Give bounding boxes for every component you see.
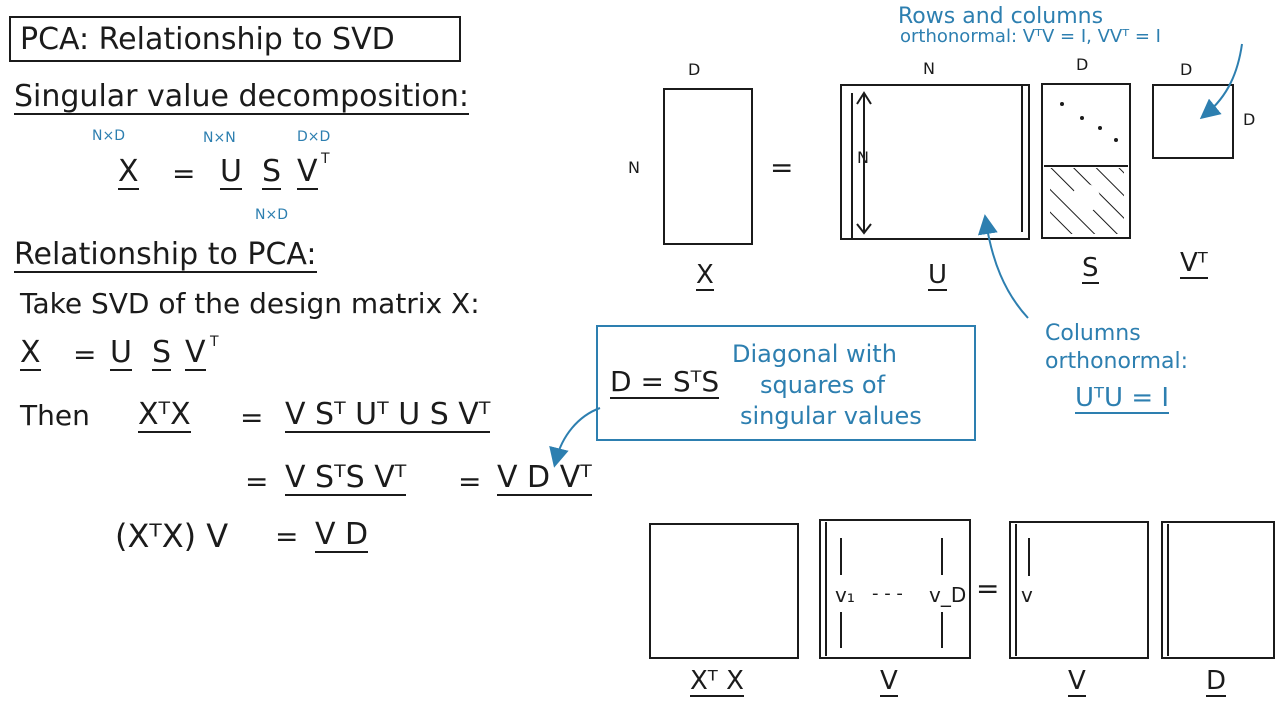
columns-note-line2: orthonormal: (1045, 349, 1189, 374)
top-note-line1: Rows and columns (898, 4, 1104, 29)
d-matrix (1161, 521, 1275, 659)
diag-dot-1 (1060, 102, 1064, 106)
dim-x: N×D (92, 128, 125, 144)
v-dots-label: - - - (872, 583, 903, 604)
svd-s: S (262, 154, 282, 190)
note-formula: D = SᵀS (610, 365, 720, 399)
bottom-equals: = (976, 572, 1000, 605)
vt-rows-label: D (1243, 110, 1256, 129)
pca-line4-rhs: V D Vᵀ (497, 460, 592, 496)
dim-v: D×D (297, 129, 331, 145)
v-col-label: v (1021, 583, 1033, 607)
note-line1: Diagonal with (732, 340, 897, 368)
pca-line2-equals: = (73, 338, 97, 371)
pca-line4-mid: V SᵀS Vᵀ (285, 460, 407, 496)
pca-line4-equals: = (245, 465, 269, 498)
x-cols-label: D (688, 60, 701, 79)
title-frame (9, 16, 461, 62)
columns-note-line1: Columns (1045, 321, 1141, 346)
v-matrix-label-2: V (1068, 666, 1086, 697)
u-matrix-label: U (928, 260, 948, 291)
pca-line3-then: Then (20, 399, 90, 432)
diag-dot-3 (1098, 126, 1102, 130)
v-matrix-1 (819, 519, 971, 659)
u-rows-label: N (857, 148, 869, 167)
svd-u: U (220, 154, 242, 190)
pca-line1: Take SVD of the design matrix X: (20, 287, 480, 320)
d-matrix-label: D (1206, 666, 1227, 697)
note-line3: singular values (740, 402, 922, 430)
pca-line2-s: S (152, 335, 172, 371)
dim-u: N×N (203, 130, 236, 146)
diagonal-note-arrow (549, 407, 601, 468)
rows-note-arrow (1199, 43, 1243, 120)
vt-matrix-label: Vᵀ (1180, 248, 1208, 279)
diag-dot-4 (1114, 138, 1118, 142)
v-matrix-2 (1009, 521, 1149, 659)
x-matrix-label: X (696, 260, 714, 291)
xtx-matrix-label: Xᵀ X (690, 666, 744, 697)
diagonal-note-box (596, 325, 976, 441)
top-equals: = (770, 151, 794, 184)
svd-x: X (118, 154, 139, 190)
pca-line3-rhs: V Sᵀ Uᵀ U S Vᵀ (285, 397, 491, 433)
s-cols-label: D (1076, 55, 1089, 74)
x-rows-label: N (628, 158, 640, 177)
xtx-matrix (649, 523, 799, 659)
x-matrix (663, 88, 753, 245)
svd-v-transpose: T (321, 151, 330, 167)
dim-s: N×D (255, 207, 288, 223)
pca-line2-x: X (20, 335, 41, 371)
u-cols-label: N (923, 59, 935, 78)
s-matrix (1041, 83, 1131, 239)
pca-line5-equals: = (275, 520, 299, 553)
svd-v: V (297, 154, 318, 190)
columns-note-line3: UᵀU = I (1075, 383, 1170, 414)
pca-line5-lhs: (XᵀX) V (115, 517, 229, 555)
v-matrix-label-1: V (880, 666, 898, 697)
vt-matrix (1152, 84, 1234, 159)
s-matrix-label: S (1082, 253, 1099, 284)
u-rows-arrow-bottom (856, 223, 872, 235)
note-line2: squares of (760, 371, 886, 399)
columns-note-arrow (977, 214, 1029, 319)
pca-line2-transpose: T (210, 334, 219, 350)
diag-dot-2 (1080, 116, 1084, 120)
vd-label: v_D (929, 583, 967, 607)
pca-heading: Relationship to PCA: (14, 237, 317, 273)
u-matrix (840, 84, 1030, 240)
s-zero-mask (1072, 184, 1100, 212)
pca-line2-u: U (110, 335, 132, 371)
pca-line5-rhs: V D (315, 517, 369, 553)
pca-line4-equals2: = (458, 465, 482, 498)
svd-heading: Singular value decomposition: (14, 79, 470, 115)
vt-cols-label: D (1180, 60, 1193, 79)
pca-line3-equals: = (240, 401, 264, 434)
page-title: PCA: Relationship to SVD (20, 22, 395, 57)
v1-label: v₁ (835, 583, 855, 607)
pca-line2-v: V (185, 335, 206, 371)
u-rows-arrow-top (856, 91, 872, 105)
pca-line3-lhs: XᵀX (138, 397, 191, 433)
svd-equals: = (172, 157, 196, 190)
top-note-line2: orthonormal: VᵀV = I, VVᵀ = I (900, 26, 1161, 47)
